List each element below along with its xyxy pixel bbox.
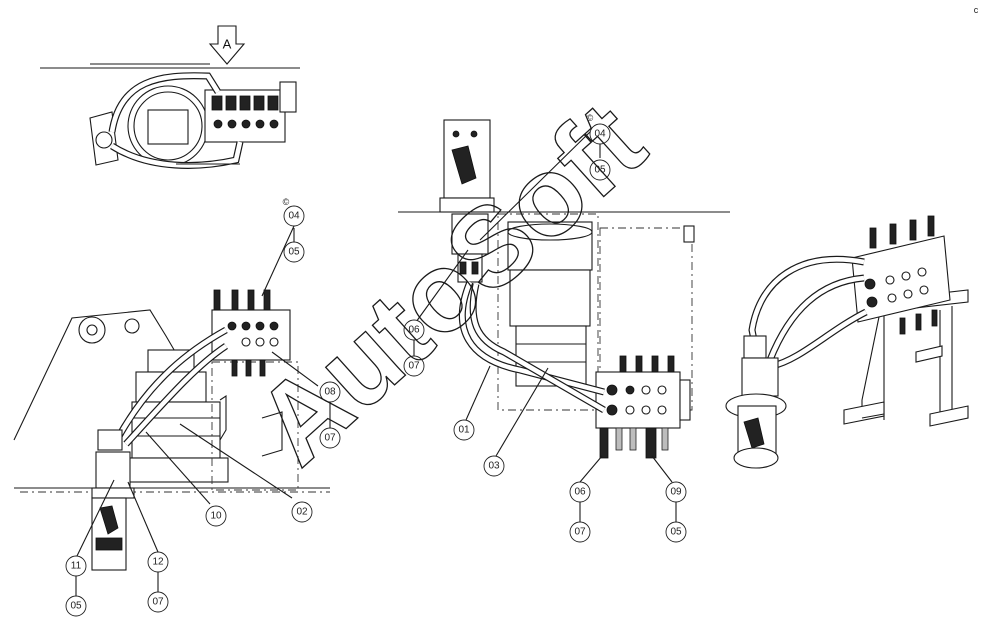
swivel-joint-right [741,357,779,397]
callout-bubbles: © 04 05 08 07 10 02 11 05 12 07 © 04 05 … [65,113,687,617]
view-arrow [208,25,246,65]
svg-text:05: 05 [670,527,682,538]
svg-text:07: 07 [324,433,336,444]
svg-text:06: 06 [574,487,586,498]
svg-text:05: 05 [594,165,606,176]
callout-07-left [319,427,341,449]
control-valve-middle [595,371,681,429]
svg-text:04: 04 [288,211,300,222]
control-valve-right [851,235,951,323]
callout-06-middle [403,319,425,341]
callout-09 [665,481,687,503]
callout-05-bottom [65,595,87,617]
svg-text:06: 06 [408,325,420,336]
svg-text:08: 08 [324,387,336,398]
callout-05-left [283,241,305,263]
corner-mark: c [974,5,979,15]
svg-text:10: 10 [210,511,222,522]
callout-07-bottom [147,591,169,613]
callout-03 [483,455,505,477]
callout-10 [205,505,227,527]
callout-04-middle [589,123,611,145]
callout-06-bottom [569,481,591,503]
svg-text:07: 07 [574,527,586,538]
callout-05-bottom-middle [665,521,687,543]
svg-text:07: 07 [408,361,420,372]
svg-text:05: 05 [288,247,300,258]
svg-text:02: 02 [296,507,308,518]
svg-text:12: 12 [152,557,164,568]
svg-text:03: 03 [488,461,500,472]
svg-text:©: © [283,197,290,207]
svg-text:05: 05 [70,601,82,612]
svg-text:01: 01 [458,425,470,436]
top-view-a: A [40,25,300,169]
callout-04-left [283,205,305,227]
callout-07-middle [403,355,425,377]
svg-text:11: 11 [71,561,82,572]
left-side-view [13,225,331,596]
callout-08-left [319,381,341,403]
svg-text:09: 09 [670,487,682,498]
callout-07-bottom-middle [569,521,591,543]
svg-text:04: 04 [594,129,606,140]
middle-view [398,119,730,522]
swivel-joint-middle [451,213,489,255]
control-valve-left [211,309,291,361]
callout-05-middle [589,159,611,181]
callout-01 [453,419,475,441]
callout-12 [147,551,169,573]
callout-02 [291,501,313,523]
callout-11 [65,555,87,577]
right-iso-view [725,215,969,469]
svg-text:07: 07 [152,597,164,608]
svg-text:©: © [587,113,594,123]
view-marker-label: A [223,37,232,52]
